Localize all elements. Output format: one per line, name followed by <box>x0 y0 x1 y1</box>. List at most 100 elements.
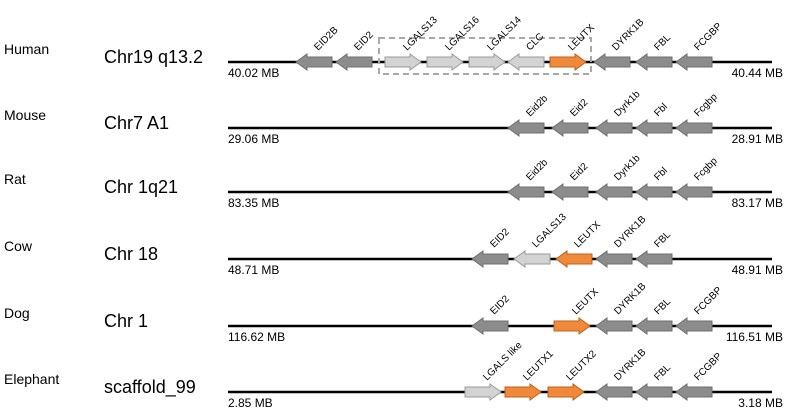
gene-label: Fbl <box>652 102 670 120</box>
gene-label: LEUTX <box>570 286 601 317</box>
start-coordinate: 83.35 MB <box>228 196 279 210</box>
gene-arrow-fbl <box>635 183 673 201</box>
gene-label: LGALS16 <box>443 14 482 53</box>
gene-arrow-fcgbp <box>675 383 713 401</box>
end-coordinate: 40.44 MB <box>732 66 783 80</box>
gene-arrow-lgals14 <box>468 53 506 71</box>
gene-arrow-fbl <box>635 250 673 268</box>
gene-arrow-fcgbp <box>675 317 713 335</box>
gene-label: FCGBP <box>692 285 724 317</box>
gene-arrow-dyrk1b <box>595 119 633 137</box>
start-coordinate: 29.06 MB <box>228 132 279 146</box>
end-coordinate: 3.18 MB <box>738 396 783 410</box>
gene-label: LGALS13 <box>530 211 569 250</box>
gene-label: FBL <box>652 296 673 317</box>
gene-arrow-dyrk1b <box>595 183 633 201</box>
gene-label: Fcgbp <box>692 155 720 183</box>
gene-arrow-lgals16 <box>426 53 464 71</box>
gene-label: LEUTX2 <box>564 348 599 383</box>
gene-arrow-dyrk1b <box>595 250 633 268</box>
gene-label: EID2 <box>488 293 512 317</box>
chromosome-label: Chr7 A1 <box>104 113 169 133</box>
gene-arrow-fcgbp <box>675 183 713 201</box>
gene-label: EID2B <box>312 25 340 53</box>
gene-label: DYRK1B <box>612 281 648 317</box>
gene-arrow-eid2 <box>551 183 589 201</box>
gene-label: LEUTX1 <box>521 348 556 383</box>
gene-label: Dyrk1b <box>612 153 642 183</box>
start-coordinate: 2.85 MB <box>228 396 273 410</box>
gene-arrow-eid2 <box>551 119 589 137</box>
chromosome-label: Chr 1q21 <box>104 177 178 197</box>
gene-arrow-fbl <box>635 383 673 401</box>
gene-arrow-dyrk1b <box>593 53 631 71</box>
gene-arrow-fbl <box>635 119 673 137</box>
gene-label: Dyrk1b <box>612 89 642 119</box>
species-label: Mouse <box>4 107 46 123</box>
gene-arrow-lgals13 <box>384 53 422 71</box>
gene-arrow-fbl <box>635 317 673 335</box>
start-coordinate: 40.02 MB <box>228 66 279 80</box>
gene-arrow-eid2 <box>335 53 373 71</box>
chromosome-label: Chr19 q13.2 <box>104 47 203 67</box>
gene-arrow-lgals13 <box>513 250 551 268</box>
gene-arrow-fcgbp <box>675 119 713 137</box>
gene-arrow-leutx2 <box>547 383 585 401</box>
gene-arrow-leutx1 <box>504 383 542 401</box>
end-coordinate: 116.51 MB <box>726 330 783 344</box>
gene-arrow-clc <box>507 53 545 71</box>
gene-label: Eid2b <box>524 93 550 119</box>
gene-label: LGALS like <box>481 340 524 383</box>
gene-label: FBL <box>652 229 673 250</box>
gene-arrow-leutx <box>553 317 591 335</box>
species-row-dog: Dog Chr 1 116.62 MB 116.51 MB EID2 LEUTX DYRK1… <box>4 281 783 344</box>
gene-label: Eid2b <box>524 157 550 183</box>
gene-label: EID2 <box>352 29 376 53</box>
gene-arrow-leutx <box>555 250 593 268</box>
gene-label: DYRK1B <box>610 17 646 53</box>
species-label: Rat <box>4 171 26 187</box>
species-row-rat: Rat Chr 1q21 83.35 MB 83.17 MB Eid2b Eid2 Dyrk… <box>4 153 783 210</box>
species-label: Dog <box>4 305 30 321</box>
species-row-elephant: Elephant scaffold_99 2.85 MB 3.18 MB LGALS l… <box>4 340 783 410</box>
gene-arrow-fbl <box>635 53 673 71</box>
gene-label: DYRK1B <box>612 214 648 250</box>
gene-label: FCGBP <box>692 351 724 383</box>
gene-arrow-fcgbp <box>675 53 713 71</box>
gene-arrow-eid2b <box>295 53 333 71</box>
species-label: Cow <box>4 238 33 254</box>
chromosome-label: Chr 18 <box>104 244 158 264</box>
end-coordinate: 83.17 MB <box>732 196 783 210</box>
gene-arrow-eid2 <box>471 250 509 268</box>
highlight-box <box>378 37 592 75</box>
chromosome-label: scaffold_99 <box>104 377 196 398</box>
gene-arrow-eid2 <box>471 317 509 335</box>
gene-label: CLC <box>524 31 546 53</box>
gene-label: Eid2 <box>568 161 590 183</box>
gene-label: LGALS13 <box>401 14 440 53</box>
gene-arrow-lgals-like <box>464 383 502 401</box>
gene-label: EID2 <box>488 226 512 250</box>
chromosome-label: Chr 1 <box>104 311 148 331</box>
gene-label: LEUTX <box>572 219 603 250</box>
gene-arrow-eid2b <box>507 119 545 137</box>
end-coordinate: 28.91 MB <box>732 132 783 146</box>
species-row-human: Human Chr19 q13.2 40.02 MB 40.44 MB EID2B EID… <box>4 14 783 80</box>
gene-arrow-leutx <box>549 53 587 71</box>
gene-label: FBL <box>652 32 673 53</box>
gene-arrow-eid2b <box>507 183 545 201</box>
species-label: Elephant <box>4 371 59 387</box>
gene-label: LGALS14 <box>485 14 524 53</box>
gene-label: Fbl <box>652 166 670 184</box>
gene-label: FBL <box>652 362 673 383</box>
gene-label: Eid2 <box>568 97 590 119</box>
species-label: Human <box>4 41 49 57</box>
gene-label: DYRK1B <box>612 347 648 383</box>
start-coordinate: 116.62 MB <box>228 330 285 344</box>
end-coordinate: 48.91 MB <box>732 263 783 277</box>
start-coordinate: 48.71 MB <box>228 263 279 277</box>
gene-arrow-dyrk1b <box>595 383 633 401</box>
gene-label: Fcgbp <box>692 91 720 119</box>
